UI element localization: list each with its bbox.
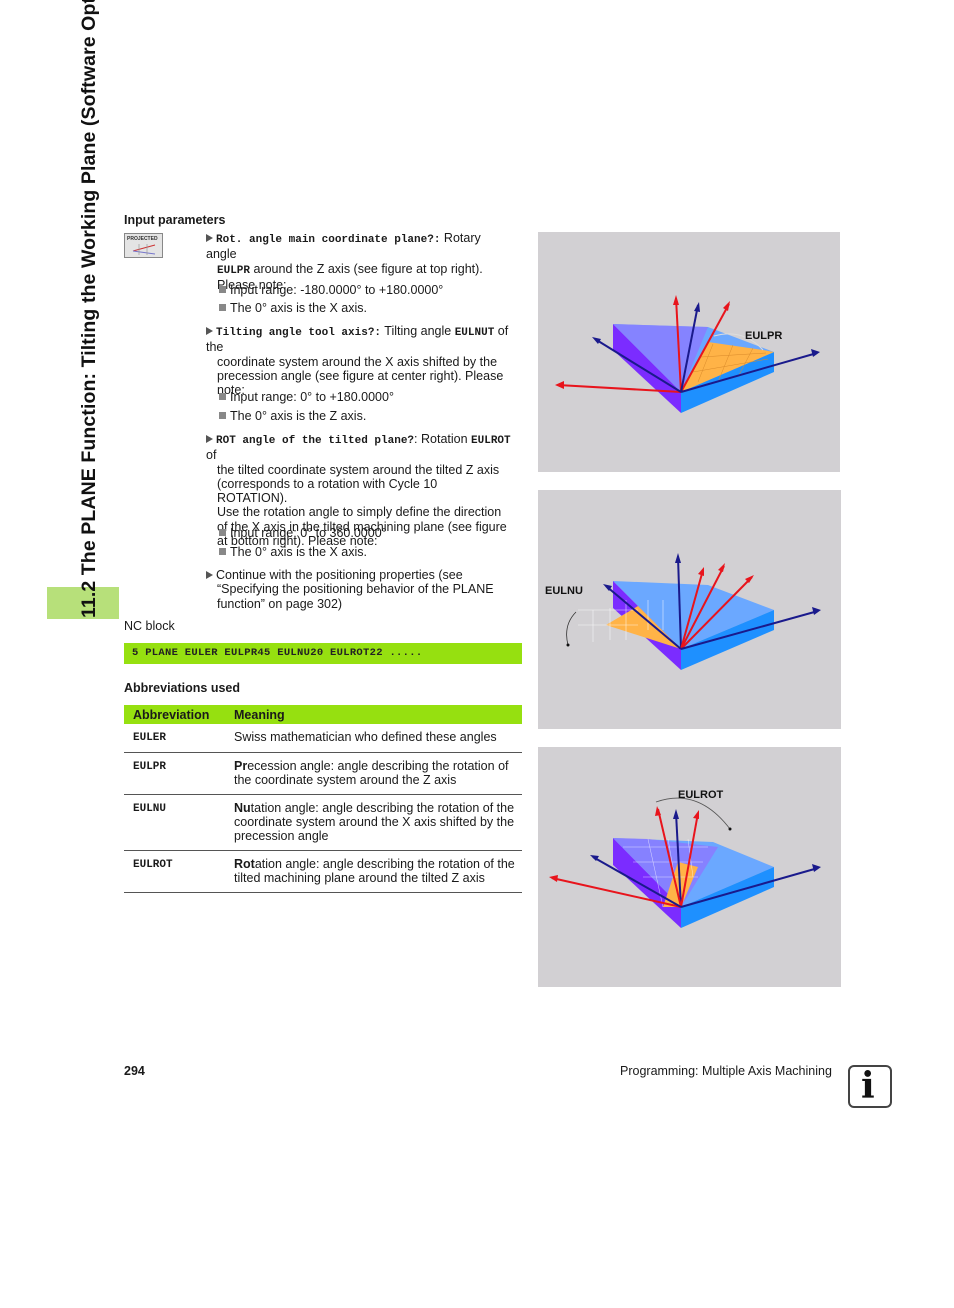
abbreviations-table: Abbreviation Meaning EULER Swiss mathema…	[124, 705, 522, 893]
param3-code: EULROT	[471, 435, 511, 447]
page-number: 294	[124, 1064, 145, 1078]
figure-precession: EULPR	[538, 232, 840, 472]
footer-chapter-title: Programming: Multiple Axis Machining	[620, 1064, 832, 1078]
chapter-tab-marker	[47, 587, 119, 619]
meaning-cell: Precession angle: angle describing the r…	[225, 752, 522, 795]
chapter-side-title: 11.2 The PLANE Function: Tilting the Wor…	[78, 0, 100, 618]
figure-nutation: EULNU	[538, 490, 841, 729]
param2-line-2: precession angle (see figure at center r…	[217, 368, 504, 383]
meaning-cell: Rotation angle: angle describing the rot…	[225, 850, 522, 893]
param-precession: Rot. angle main coordinate plane?: Rotar…	[206, 231, 511, 292]
abbr-cell: EULROT	[124, 850, 225, 893]
param2-bullet-1: Input range: 0° to +180.0000°	[219, 390, 394, 404]
info-icon: i	[848, 1065, 892, 1108]
param3-text-a: : Rotation	[414, 432, 472, 446]
param3-line-1: the tilted coordinate system around the …	[217, 462, 500, 477]
param2-prompt: Tilting angle tool axis?:	[216, 327, 382, 339]
figure-precession-illustration	[555, 295, 820, 413]
param3-prompt: ROT angle of the tilted plane?	[216, 435, 415, 447]
nc-block-code: 5 PLANE EULER EULPR45 EULNU20 EULROT22 .…	[132, 647, 423, 659]
param1-bullet-2: The 0° axis is the X axis.	[219, 301, 367, 315]
square-bullet-icon	[219, 548, 226, 555]
param1-text-b: around the Z axis (see figure at top rig…	[250, 261, 483, 276]
abbr-cell: EULPR	[124, 752, 225, 795]
abbreviations-heading: Abbreviations used	[124, 681, 240, 695]
info-glyph: i	[861, 1065, 875, 1107]
square-bullet-icon	[219, 304, 226, 311]
input-parameters-heading: Input parameters	[124, 213, 226, 227]
param2-text-a: Tilting angle	[381, 324, 455, 338]
param3-text-b: of	[206, 448, 217, 463]
square-bullet-icon	[219, 529, 226, 536]
figure-nutation-illustration	[566, 553, 821, 670]
param3-line-4: of the X axis in the tilted machining pl…	[217, 519, 507, 534]
nc-block-label: NC block	[124, 619, 175, 633]
meaning-cell: Nutation angle: angle describing the rot…	[225, 794, 522, 851]
param1-bullet-1: Input range: -180.0000° to +180.0000°	[219, 283, 443, 297]
param1-code: EULPR	[217, 264, 251, 277]
arrow-bullet-icon	[206, 327, 213, 335]
softkey-label: PROJECTED	[127, 236, 158, 242]
figure-rotation: EULROT	[538, 747, 841, 987]
table-header-row: Abbreviation Meaning	[124, 705, 522, 724]
param3-line-3: Use the rotation angle to simply define …	[217, 505, 502, 520]
softkey-graphic	[132, 244, 156, 255]
abbr-cell: EULNU	[124, 794, 225, 851]
meaning-cell: Swiss mathematician who defined these an…	[225, 724, 522, 753]
table-row: EULNU Nutation angle: angle describing t…	[124, 794, 522, 851]
nc-block-code-bar: 5 PLANE EULER EULPR45 EULNU20 EULROT22 .…	[124, 643, 522, 664]
projected-softkey-icon: PROJECTED	[124, 233, 163, 258]
param3-line-2: (corresponds to a rotation with Cycle 10…	[217, 476, 438, 506]
param-nutation: Tilting angle tool axis?: Tilting angle …	[206, 324, 511, 397]
param1-note: Please note:	[217, 277, 287, 292]
table-row: EULPR Precession angle: angle describing…	[124, 752, 522, 795]
col-abbreviation-header: Abbreviation	[124, 705, 225, 724]
param3-bullet-2: The 0° axis is the X axis.	[219, 545, 367, 559]
eulpr-figure-label: EULPR	[745, 330, 783, 342]
param2-code: EULNUT	[454, 327, 495, 339]
eulnu-figure-label: EULNU	[545, 585, 583, 597]
param3-line-5: at bottom right). Please note:	[217, 534, 378, 549]
square-bullet-icon	[219, 412, 226, 419]
param-rotation: ROT angle of the tilted plane?: Rotation…	[206, 432, 511, 548]
arrow-bullet-icon	[206, 571, 213, 579]
param4-line-1: Continue with the positioning properties…	[216, 568, 463, 582]
table-row: EULROT Rotation angle: angle describing …	[124, 850, 522, 893]
param1-text-a: Rotary angle	[206, 231, 481, 262]
table-row: EULER Swiss mathematician who defined th…	[124, 724, 522, 753]
param-continue: Continue with the positioning properties…	[206, 568, 511, 611]
figure-rotation-illustration	[549, 797, 821, 928]
abbr-cell: EULER	[124, 724, 225, 753]
square-bullet-icon	[219, 393, 226, 400]
param4-line-2: “Specifying the positioning behavior of …	[217, 582, 494, 597]
arrow-bullet-icon	[206, 234, 213, 242]
eulrot-figure-label: EULROT	[678, 789, 724, 801]
param2-bullet-2: The 0° axis is the Z axis.	[219, 409, 366, 423]
param2-line-1: coordinate system around the X axis shif…	[217, 354, 498, 369]
col-meaning-header: Meaning	[225, 705, 522, 724]
param4-line-3: function” on page 302)	[217, 596, 343, 611]
param1-prompt: Rot. angle main coordinate plane?:	[216, 234, 441, 246]
square-bullet-icon	[219, 286, 226, 293]
param3-bullet-1: Input range: 0° to 360.0000°	[219, 526, 387, 540]
param2-text-b: of the	[206, 324, 509, 355]
arrow-bullet-icon	[206, 435, 213, 443]
